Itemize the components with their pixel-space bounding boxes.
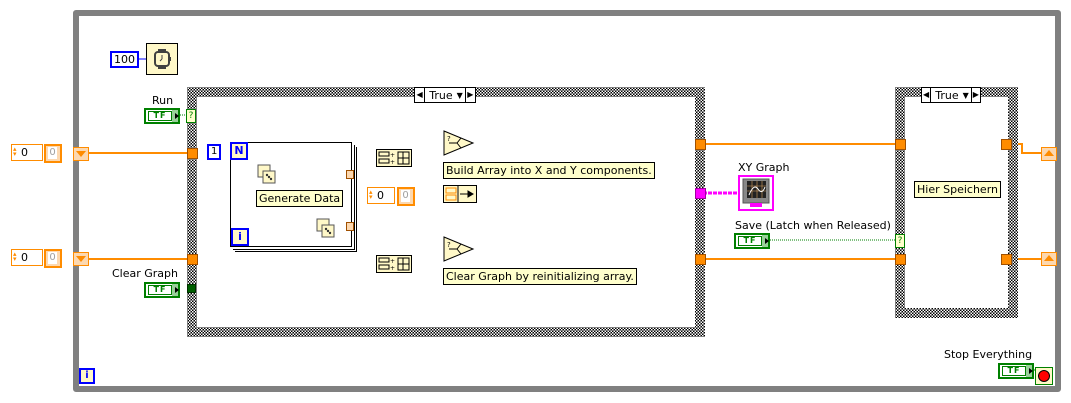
svg-text:?: ? xyxy=(447,241,451,249)
prev-case-arrow-icon[interactable]: ◀ xyxy=(922,88,932,102)
bundle-icon xyxy=(445,186,474,202)
build-array-icon: ++ xyxy=(378,257,410,272)
tunnel-bottom-in xyxy=(187,254,198,265)
random-number-icon-2[interactable] xyxy=(316,217,336,242)
xy-graph-icon xyxy=(742,178,770,207)
bundle-function[interactable] xyxy=(443,185,477,203)
index-constant-value[interactable]: 0 xyxy=(377,189,384,202)
select-icon: ? xyxy=(443,236,475,262)
for-loop-indexing-tunnel-bottom xyxy=(346,222,354,231)
svg-text:+: + xyxy=(390,265,395,272)
run-glyph: TF xyxy=(148,111,172,121)
tunnel-top-out xyxy=(695,139,706,150)
svg-text:+: + xyxy=(390,152,395,159)
wait-ms-constant[interactable]: 100 xyxy=(110,51,139,68)
bottom-array-init-value[interactable]: 0 xyxy=(21,251,28,264)
xy-graph-terminal[interactable] xyxy=(738,175,774,211)
tunnel-save-top-out xyxy=(1001,139,1012,150)
clear-graph-control[interactable]: TF xyxy=(144,282,180,298)
wait-ms-icon[interactable] xyxy=(146,43,178,75)
shift-register-left-top xyxy=(73,147,89,161)
case-selector-terminal-main: ? xyxy=(186,109,196,123)
next-case-arrow-icon[interactable]: ▶ xyxy=(970,88,980,102)
select-function-bottom[interactable]: ? xyxy=(443,236,475,265)
stop-label: Stop Everything xyxy=(944,348,1033,361)
shift-register-left-bottom xyxy=(73,252,89,266)
comment-save-here: Hier Speichern xyxy=(914,181,1001,198)
stop-control[interactable]: TF xyxy=(998,363,1034,379)
next-case-arrow-icon[interactable]: ▶ xyxy=(464,88,475,102)
run-control[interactable]: TF xyxy=(144,108,180,124)
clear-graph-label: Clear Graph xyxy=(112,267,179,280)
build-array-top[interactable]: ++ xyxy=(376,149,412,167)
while-loop xyxy=(73,10,1061,392)
loop-count-terminal: N xyxy=(230,142,248,160)
case-selector-save-value: True xyxy=(935,88,959,102)
comment-clear-graph: Clear Graph by reinitializing array. xyxy=(443,268,637,285)
dropdown-arrow-icon[interactable]: ▼ xyxy=(962,90,969,100)
case-selector-main[interactable]: ◀ True ▼ ▶ xyxy=(414,87,476,103)
top-array-init-indicator: 0 xyxy=(48,147,57,159)
build-array-icon: ++ xyxy=(378,151,410,166)
select-icon: ? xyxy=(443,130,475,156)
tunnel-bottom-out xyxy=(695,254,706,265)
svg-text:?: ? xyxy=(447,135,451,143)
xy-graph-label: XY Graph xyxy=(738,161,790,174)
tunnel-cluster-out xyxy=(695,188,706,199)
dice-icon xyxy=(257,164,276,184)
watch-icon xyxy=(154,49,171,69)
run-label: Run xyxy=(152,94,174,107)
case-structure-save xyxy=(895,87,1018,318)
random-number-icon[interactable] xyxy=(257,163,277,188)
while-loop-iteration-terminal: i xyxy=(79,368,95,384)
for-loop-indexing-tunnel-top xyxy=(346,170,354,179)
clear-graph-glyph: TF xyxy=(148,285,172,295)
tunnel-save-bottom-in xyxy=(895,254,906,265)
prev-case-arrow-icon[interactable]: ◀ xyxy=(415,88,426,102)
tunnel-clear-graph xyxy=(187,284,196,293)
loop-iteration-terminal: i xyxy=(231,228,249,246)
case-selector-main-value: True xyxy=(429,88,453,102)
build-array-bottom[interactable]: ++ xyxy=(376,255,412,273)
tunnel-save-top-in xyxy=(895,139,906,150)
svg-text:+: + xyxy=(390,159,395,166)
index-constant-indicator: 0 xyxy=(401,190,410,202)
save-control[interactable]: TF xyxy=(734,233,770,249)
top-array-init-value[interactable]: 0 xyxy=(21,146,28,159)
stop-glyph: TF xyxy=(1002,366,1026,376)
case-selector-terminal-save: ? xyxy=(895,234,905,248)
svg-text:+: + xyxy=(390,258,395,265)
save-glyph: TF xyxy=(738,236,762,246)
dropdown-arrow-icon[interactable]: ▼ xyxy=(456,90,463,100)
shift-register-right-bottom xyxy=(1041,252,1057,266)
loop-condition-stop-icon[interactable] xyxy=(1035,367,1053,385)
save-label: Save (Latch when Released) xyxy=(735,219,891,232)
select-function-top[interactable]: ? xyxy=(443,130,475,159)
bottom-array-init-indicator: 0 xyxy=(48,252,57,264)
case-selector-save[interactable]: ◀ True ▼ ▶ xyxy=(921,87,981,103)
comment-build-array: Build Array into X and Y components. xyxy=(443,162,655,179)
tunnel-save-bottom-out xyxy=(1001,254,1012,265)
shift-register-right-top xyxy=(1041,147,1057,161)
tunnel-top-in xyxy=(187,148,198,159)
loop-count-constant[interactable]: 1 xyxy=(207,144,222,160)
dice-icon xyxy=(316,218,335,238)
generate-data-label: Generate Data xyxy=(256,190,344,207)
